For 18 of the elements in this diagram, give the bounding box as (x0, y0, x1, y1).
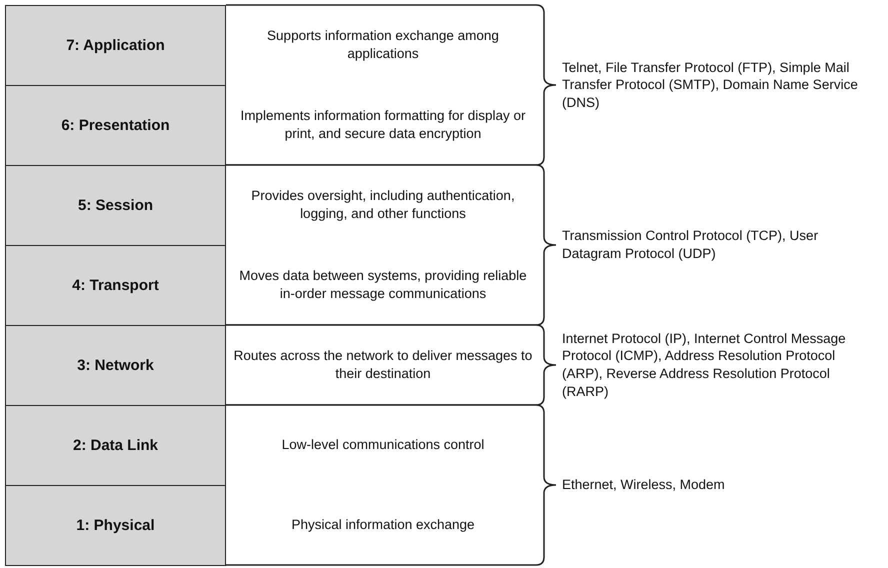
layer-description: Physical information exchange (291, 516, 475, 534)
layer-cell: 1: Physical (5, 485, 226, 566)
layer-cell: 7: Application (5, 5, 226, 86)
protocol-list: Transmission Control Protocol (TCP), User Datagram Protocol (UDP) (562, 227, 862, 263)
layer-description: Moves data between systems, providing reliable in-order message communications (238, 266, 528, 303)
layer-cell: 6: Presentation (5, 85, 226, 166)
layer-description: Routes across the network to deliver messages to their destination (233, 346, 533, 383)
layer-description: Supports information exchange among applications (266, 26, 500, 63)
layer-description: Low-level communications control (282, 436, 484, 454)
layer-cell: 2: Data Link (5, 405, 226, 486)
protocol-list: Internet Protocol (IP), Internet Control Message Protocol (ICMP), Address Resolution Protocol (ARP), Reverse Address Resolution Protocol (RARP) (562, 330, 862, 400)
layer-cell: 3: Network (5, 325, 226, 406)
layer-cell: 4: Transport (5, 245, 226, 326)
protocol-list: Ethernet, Wireless, Modem (562, 476, 862, 494)
protocol-list: Telnet, File Transfer Protocol (FTP), Simple Mail Transfer Protocol (SMTP), Domain Name Service (DNS) (562, 58, 862, 112)
layer-cell: 5: Session (5, 165, 226, 246)
layer-description: Implements information formatting for display or print, and secure data encryption (239, 106, 527, 143)
layer-description: Provides oversight, including authentication, logging, and other functions (250, 186, 516, 223)
